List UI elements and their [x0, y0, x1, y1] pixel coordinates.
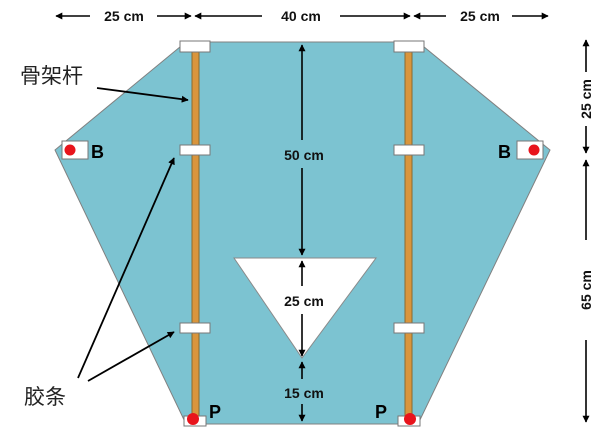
callout-tape-label: 胶条 — [24, 385, 66, 409]
tape-strip-low-left — [179, 322, 211, 334]
callout-tape-arrow-upper — [77, 157, 175, 379]
left-spar — [191, 45, 200, 421]
bridle-label-left: B — [91, 142, 104, 162]
dim-top-right: 25 cm — [460, 8, 500, 24]
dim-right-upper: 25 cm — [578, 79, 594, 119]
tape-strip-top-left — [179, 40, 211, 53]
tape-strip-mid-left — [179, 144, 211, 156]
tail-point-right-marker — [404, 413, 416, 425]
callout-spar-arrow — [96, 87, 189, 103]
triangle-vent — [233, 257, 377, 359]
right-spar — [404, 45, 413, 421]
callout-tape-arrow-lower — [87, 331, 175, 382]
dim-center-bottom: 15 cm — [284, 385, 324, 401]
dim-right-lower: 65 cm — [578, 270, 594, 310]
tail-point-left-marker — [187, 413, 199, 425]
dim-top-middle: 40 cm — [281, 8, 321, 24]
tape-strip-low-right — [393, 322, 425, 334]
callout-spar-label: 骨架杆 — [20, 64, 83, 88]
bridle-label-right: B — [498, 142, 511, 162]
dim-center-upper: 50 cm — [284, 147, 324, 163]
dim-center-triangle: 25 cm — [284, 293, 324, 309]
dim-top-left: 25 cm — [104, 8, 144, 24]
bridle-point-right-marker — [528, 144, 540, 156]
tail-label-left: P — [209, 402, 221, 422]
tail-label-right: P — [375, 402, 387, 422]
tape-strip-mid-right — [393, 144, 425, 156]
tape-strip-top-right — [393, 40, 425, 53]
bridle-point-left-marker — [64, 144, 76, 156]
